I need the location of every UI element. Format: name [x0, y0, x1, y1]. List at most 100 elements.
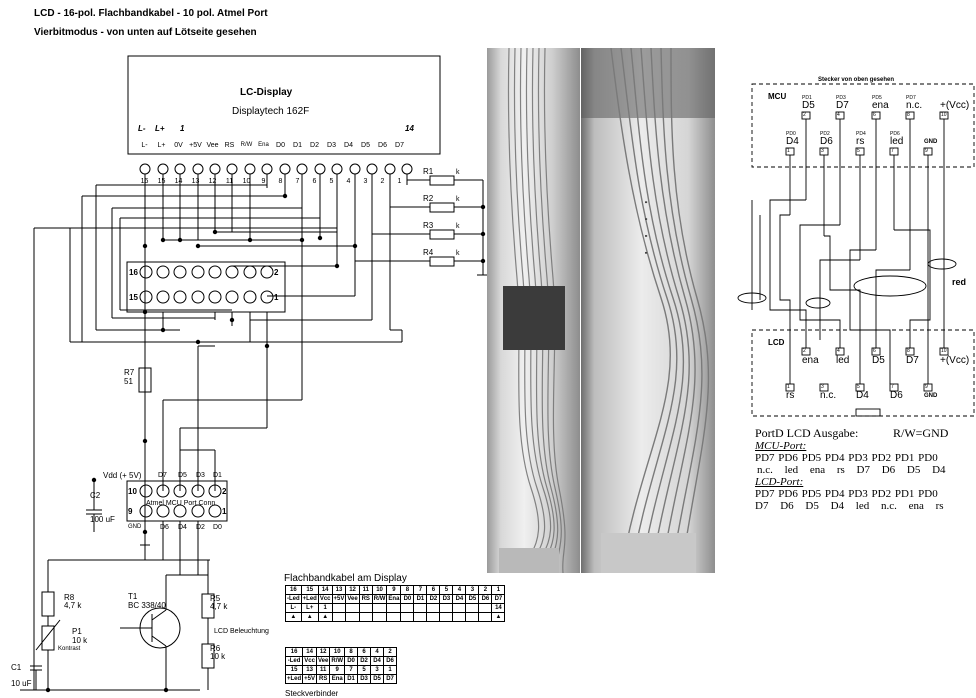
- pin-number: 4: [346, 178, 351, 185]
- connector-16pin: [126, 261, 286, 313]
- cell: [452, 612, 467, 622]
- cell: 3: [370, 665, 385, 675]
- lcd-bot-sig: n.c.: [820, 390, 837, 401]
- cell: +Led: [284, 674, 304, 684]
- mcu-bot-sig: rs: [856, 136, 865, 147]
- vdd-label: Vdd (+ 5V): [103, 471, 142, 480]
- r7-label: R7: [124, 368, 135, 377]
- arrow-icon: ▲: [317, 612, 333, 622]
- svg-text:· · · ·: · · · ·: [637, 198, 653, 257]
- cell: D0: [400, 594, 415, 604]
- cell: 9: [329, 665, 346, 675]
- mcu-top-port: PD5: [872, 95, 882, 101]
- cell: 5: [357, 665, 372, 675]
- lcd-port-heading: LCD-Port:: [755, 476, 804, 488]
- cell: [358, 612, 373, 622]
- cell: 15: [284, 665, 304, 675]
- cell: [426, 612, 441, 622]
- lcd-lminus: L-: [138, 124, 146, 133]
- cell: -Led: [285, 594, 302, 604]
- cell: 14: [317, 585, 333, 595]
- c1-value: 10 uF: [11, 679, 32, 688]
- cell: 11: [316, 665, 331, 675]
- pin-number: 8: [278, 178, 283, 185]
- cell: [478, 612, 493, 622]
- lcd-top-num: 4: [837, 348, 840, 354]
- pin-label: D2: [310, 142, 319, 149]
- cell: [452, 603, 467, 613]
- cell: [345, 603, 360, 613]
- mcu-top-num: 10: [941, 112, 947, 118]
- cell: Ena: [329, 674, 346, 684]
- mcu-d3: D3: [196, 472, 205, 479]
- mcu-conn-name: Atmel MCU Port Conn: [146, 500, 216, 507]
- lcd-bot-num: 1: [787, 384, 790, 390]
- cell: 12: [316, 647, 331, 657]
- lcd-box: [127, 55, 441, 155]
- mcu-top-num: 2: [803, 112, 806, 118]
- r4-unit: k: [456, 250, 460, 257]
- cell: [413, 603, 428, 613]
- cell: 10: [329, 647, 346, 657]
- cell: D2: [357, 656, 372, 666]
- cell: 2: [478, 585, 493, 595]
- pin-number: 15: [157, 178, 166, 185]
- cell: [400, 603, 415, 613]
- arrow-icon: ▲: [300, 612, 319, 622]
- pin-number: 6: [312, 178, 317, 185]
- cell: [358, 603, 373, 613]
- page-title: LCD - 16-pol. Flachbandkabel - 10 pol. A…: [34, 8, 268, 19]
- portd-rw: R/W=GND: [893, 426, 949, 440]
- lcd-top-num: 10: [941, 348, 947, 354]
- lcd-heading: LCD: [768, 338, 785, 347]
- cell: [465, 612, 480, 622]
- conn10-pin2: 2: [222, 487, 227, 496]
- pin-number: 1: [397, 178, 402, 185]
- pin-number: 10: [242, 178, 251, 185]
- c2-label: C2: [90, 491, 101, 500]
- cell: [413, 612, 428, 622]
- mcu-top-sig: D7: [836, 100, 849, 111]
- cell: RS: [358, 594, 373, 604]
- cell: Vcc: [302, 656, 318, 666]
- pin-label: Ena: [258, 142, 269, 148]
- cell: 1: [491, 585, 506, 595]
- ribbon-photo-2: · · · ·: [581, 48, 715, 573]
- cell: D7: [491, 594, 506, 604]
- cell: D2: [426, 594, 441, 604]
- cell: [371, 612, 388, 622]
- lcd-bot-sig: D6: [890, 390, 903, 401]
- r6-label: R6: [210, 644, 221, 653]
- mcu-heading: MCU: [768, 92, 787, 101]
- lcd-bot-num: 7: [891, 384, 894, 390]
- r4-label: R4: [423, 248, 434, 257]
- pin-label: D4: [344, 142, 353, 149]
- cell: 5: [439, 585, 454, 595]
- conn16-pin1: 1: [274, 293, 279, 302]
- ribbon-footer: Steckverbinder: [285, 690, 339, 698]
- pin-number: 5: [329, 178, 334, 185]
- c2-value: 100 uF: [90, 515, 115, 524]
- cell: 8: [400, 585, 415, 595]
- cell: [465, 603, 480, 613]
- cell: D6: [383, 656, 398, 666]
- r5-value: 4,7 k: [210, 602, 228, 611]
- cell: 13: [331, 585, 347, 595]
- cell: 8: [344, 647, 359, 657]
- pin-number: 7: [295, 178, 300, 185]
- lcd-top-num: 8: [907, 348, 910, 354]
- pin-number: 9: [261, 178, 266, 185]
- mcu-top-sig: +(Vcc): [940, 100, 970, 111]
- cell: [439, 612, 454, 622]
- table-row: ▲▲▲▲: [285, 612, 506, 622]
- mcu-port-heading: MCU-Port:: [755, 440, 807, 452]
- mcu-bot-num: 9: [925, 148, 928, 154]
- cell: [400, 612, 415, 622]
- cell: D4: [452, 594, 467, 604]
